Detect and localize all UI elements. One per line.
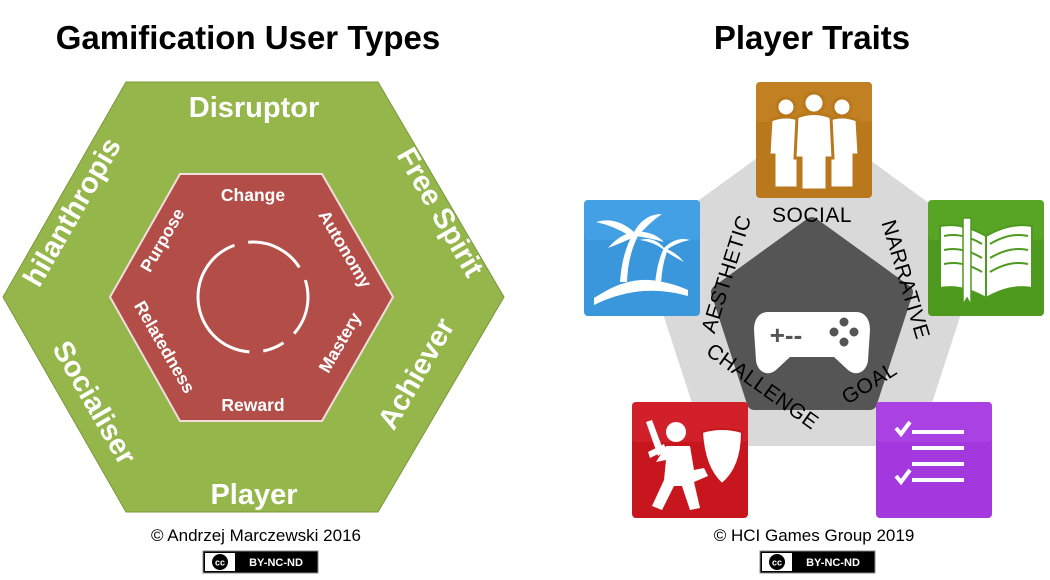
inner-label-change: Change <box>221 185 285 205</box>
user-types-credit: © Andrzej Marczewski 2016 <box>151 526 361 545</box>
people-group-icon <box>767 91 861 192</box>
user-types-diagram: Gamification User Types Disruptor Free S… <box>0 0 505 574</box>
goal-tile <box>876 402 992 518</box>
cc-icon <box>769 554 785 570</box>
svg-text:cc: cc <box>772 558 782 568</box>
inner-label-reward: Reward <box>221 395 284 415</box>
player-traits-credit: © HCI Games Group 2019 <box>714 526 915 545</box>
outer-label-player: Player <box>210 479 297 511</box>
open-book-icon <box>939 217 1033 308</box>
gamepad-icon: +-- <box>754 312 870 374</box>
user-types-title: Gamification User Types <box>56 19 441 56</box>
challenge-tile <box>632 402 748 518</box>
svg-text:cc: cc <box>215 558 225 568</box>
player-traits-diagram: Player Traits +-- SOCIAL NARRATIVE GOAL … <box>584 19 1044 574</box>
player-traits-title: Player Traits <box>714 19 910 56</box>
island-palm-icon <box>594 214 690 305</box>
license-text-right: BY-NC-ND <box>806 557 860 569</box>
license-text-left: BY-NC-ND <box>249 557 303 569</box>
trait-label-social: SOCIAL <box>772 204 852 227</box>
license-badge-right[interactable]: cc BY-NC-ND <box>759 550 876 574</box>
narrative-tile <box>928 200 1044 316</box>
aesthetic-tile <box>584 200 700 316</box>
outer-label-disruptor: Disruptor <box>189 92 320 124</box>
cc-icon <box>212 554 228 570</box>
license-badge-left[interactable]: cc BY-NC-ND <box>202 550 319 574</box>
social-tile <box>756 82 872 198</box>
inner-hexagon <box>108 173 395 422</box>
gamepad-glyph: +-- <box>770 320 803 350</box>
broken-circle-icon <box>196 240 310 354</box>
sword-shield-icon <box>646 420 744 510</box>
checklist-icon <box>894 420 964 486</box>
